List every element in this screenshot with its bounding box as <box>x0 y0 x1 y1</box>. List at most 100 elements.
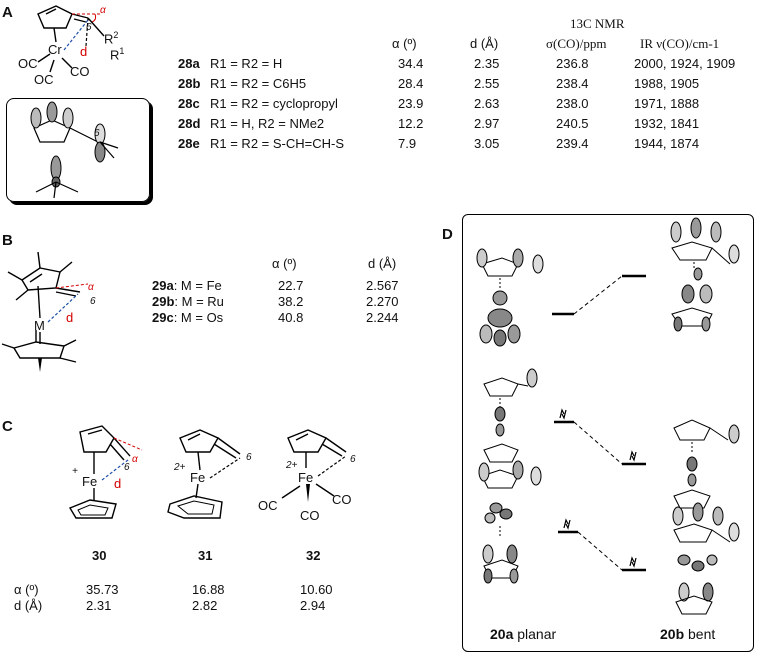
c-compound-alpha: 10.60 <box>300 582 333 597</box>
b-header-alpha: α (º) <box>272 256 297 271</box>
compound-32-structure <box>281 429 347 502</box>
c-compound-alpha: 35.73 <box>86 582 119 597</box>
a-row-ir: 1988, 1905 <box>634 76 700 91</box>
c31-six: 6 <box>246 452 252 463</box>
label-oc-1: OC <box>18 56 38 71</box>
a-row-alpha: 28.4 <box>398 76 424 91</box>
cr-carbene-structure <box>37 5 105 73</box>
label-r2: R2 <box>104 30 118 46</box>
b-row-metal: : M = Ru <box>174 294 224 309</box>
b-row-label: 29c: M = Os <box>152 310 223 325</box>
c32-oc: OC <box>258 498 278 513</box>
orbital-inset-box <box>6 98 150 202</box>
a-header-nmr-bottom: σ(CO)/ppm <box>546 36 607 51</box>
r2-sup: 2 <box>113 30 119 40</box>
a-row-alpha: 34.4 <box>398 56 424 71</box>
b-row-d: 2.244 <box>366 310 399 325</box>
a-row-nmr: 236.8 <box>556 56 589 71</box>
c-row-label-d: d (Å) <box>14 598 43 613</box>
c-compound-alpha: 16.88 <box>192 582 225 597</box>
a-row-id: 28d <box>178 116 201 131</box>
r1-text: R <box>110 47 120 63</box>
a-row-nmr: 239.4 <box>556 136 589 151</box>
c30-fe: Fe <box>82 474 98 489</box>
a-row-substituents: R1 = H, R2 = NMe2 <box>210 116 325 131</box>
a-row-d: 2.63 <box>474 96 500 111</box>
b-row-d: 2.567 <box>366 278 399 293</box>
b-row-id: 29a <box>152 278 174 293</box>
b-label-alpha: α <box>88 282 94 293</box>
b-row-metal: : M = Fe <box>173 278 222 293</box>
d-label-planar-text: planar <box>513 626 557 642</box>
a-row-nmr: 238.4 <box>556 76 589 91</box>
label-d: d <box>80 44 88 59</box>
a-row-substituents: R1 = R2 = S-CH=CH-S <box>210 136 345 151</box>
c30-alpha: α <box>132 454 138 465</box>
label-alpha: α <box>100 5 106 16</box>
b-row-label: 29a: M = Fe <box>152 278 222 293</box>
a-row-ir: 2000, 1924, 1909 <box>634 56 736 71</box>
c-row-label-alpha: α (º) <box>14 582 39 597</box>
inset-label-six: 6 <box>94 128 100 139</box>
c32-co-2: CO <box>332 492 352 507</box>
c-compound-id: 32 <box>306 548 321 563</box>
a-header-alpha: α (º) <box>392 36 417 51</box>
b-row-label: 29b: M = Ru <box>152 294 224 309</box>
d-label-bent: 20b bent <box>660 626 715 642</box>
panel-b-letter: B <box>2 232 13 249</box>
label-oc-2: OC <box>34 72 54 87</box>
a-row-nmr: 240.5 <box>556 116 589 131</box>
b-row-metal: : M = Os <box>173 310 224 325</box>
c32-six: 6 <box>350 454 356 465</box>
panel-c-letter: C <box>2 418 13 435</box>
a-row-d: 3.05 <box>474 136 500 151</box>
b-row-d: 2.270 <box>366 294 399 309</box>
b-row-alpha: 40.8 <box>278 310 304 325</box>
a-row-substituents: R1 = R2 = H <box>210 56 283 71</box>
c30-d: d <box>114 476 122 491</box>
a-row-ir: 1971, 1888 <box>634 96 700 111</box>
r1-sup: 1 <box>119 46 125 56</box>
compound-30-structure <box>68 425 143 519</box>
b-row-alpha: 22.7 <box>278 278 304 293</box>
b-label-six: 6 <box>90 296 96 307</box>
label-r1: R1 <box>110 46 124 62</box>
b-row-alpha: 38.2 <box>278 294 304 309</box>
c32-fe: Fe <box>298 470 314 485</box>
a-row-nmr: 238.0 <box>556 96 589 111</box>
label-six: 6 <box>86 22 92 33</box>
b-label-m: M <box>34 318 45 333</box>
d-label-bent-text: bent <box>684 626 716 642</box>
b-header-d: d (Å) <box>368 256 397 271</box>
d-label-planar: 20a planar <box>490 626 556 642</box>
a-header-d: d (Å) <box>470 36 499 51</box>
mo-diagram <box>476 217 740 615</box>
panel-a-letter: A <box>2 4 13 21</box>
a-row-d: 2.55 <box>474 76 500 91</box>
metallocene-b-structure <box>1 251 89 372</box>
b-row-id: 29b <box>152 294 175 309</box>
c32-charge: 2+ <box>286 460 298 471</box>
c-compound-d: 2.82 <box>192 598 218 613</box>
panel-d-letter: D <box>442 226 453 243</box>
a-row-d: 2.35 <box>474 56 500 71</box>
c-compound-d: 2.94 <box>300 598 326 613</box>
c-compound-d: 2.31 <box>86 598 112 613</box>
compound-31-structure <box>167 429 241 519</box>
c-compound-id: 30 <box>92 548 107 563</box>
a-row-alpha: 23.9 <box>398 96 424 111</box>
d-label-bent-id: 20b <box>660 626 685 642</box>
b-row-id: 29c <box>152 310 174 325</box>
c30-charge: + <box>72 466 78 477</box>
orbital-inset-drawing <box>30 101 119 199</box>
a-row-ir: 1932, 1841 <box>634 116 700 131</box>
a-row-alpha: 12.2 <box>398 116 424 131</box>
a-row-substituents: R1 = R2 = cyclopropyl <box>210 96 338 111</box>
a-row-d: 2.97 <box>474 116 500 131</box>
a-row-id: 28e <box>178 136 200 151</box>
label-co: CO <box>70 64 90 79</box>
a-row-id: 28b <box>178 76 201 91</box>
panel-d-box <box>462 214 754 652</box>
c31-charge: 2+ <box>174 462 186 473</box>
d-label-planar-id: 20a <box>490 626 514 642</box>
